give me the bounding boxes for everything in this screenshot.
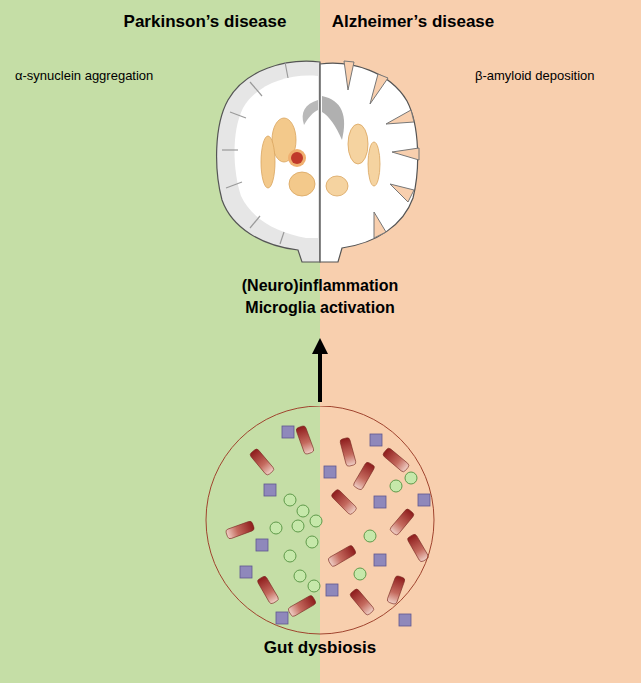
brain — [217, 61, 419, 262]
text-slot: α-synuclein aggregation — [15, 66, 153, 84]
text-slot: Parkinson’s disease — [124, 12, 287, 32]
text-slot: (Neuro)inflammation — [242, 276, 398, 295]
upward-arrow — [318, 346, 322, 402]
circle-outline — [206, 406, 434, 634]
band-heading: Parkinson’s disease — [124, 12, 287, 31]
text-slot: Microglia activation — [245, 298, 394, 317]
pathology-label: α-synuclein aggregation — [15, 68, 153, 83]
disease-band: Parkinson’s disease α-synuclein aggregati… — [0, 0, 320, 683]
gut-heading: Gut dysbiosis — [264, 638, 376, 657]
pathology-label: β-amyloid deposition — [475, 68, 594, 83]
effect-label: Microglia activation — [245, 299, 394, 316]
left-band-ground — [0, 0, 320, 683]
gut-circle: Gut dysbiosis — [200, 406, 440, 676]
text-slot: β-amyloid deposition — [475, 66, 594, 84]
text-slot: Gut dysbiosis — [264, 638, 376, 658]
text-slot: Alzheimer’s disease — [332, 12, 495, 32]
effect-label: (Neuro)inflammation — [242, 277, 398, 294]
band-heading: Alzheimer’s disease — [332, 12, 495, 31]
disease-band: Alzheimer’s disease β-amyloid deposition — [320, 0, 641, 683]
circle-outline — [200, 406, 440, 676]
right-band-ground — [320, 0, 641, 683]
bacteria — [225, 425, 430, 626]
